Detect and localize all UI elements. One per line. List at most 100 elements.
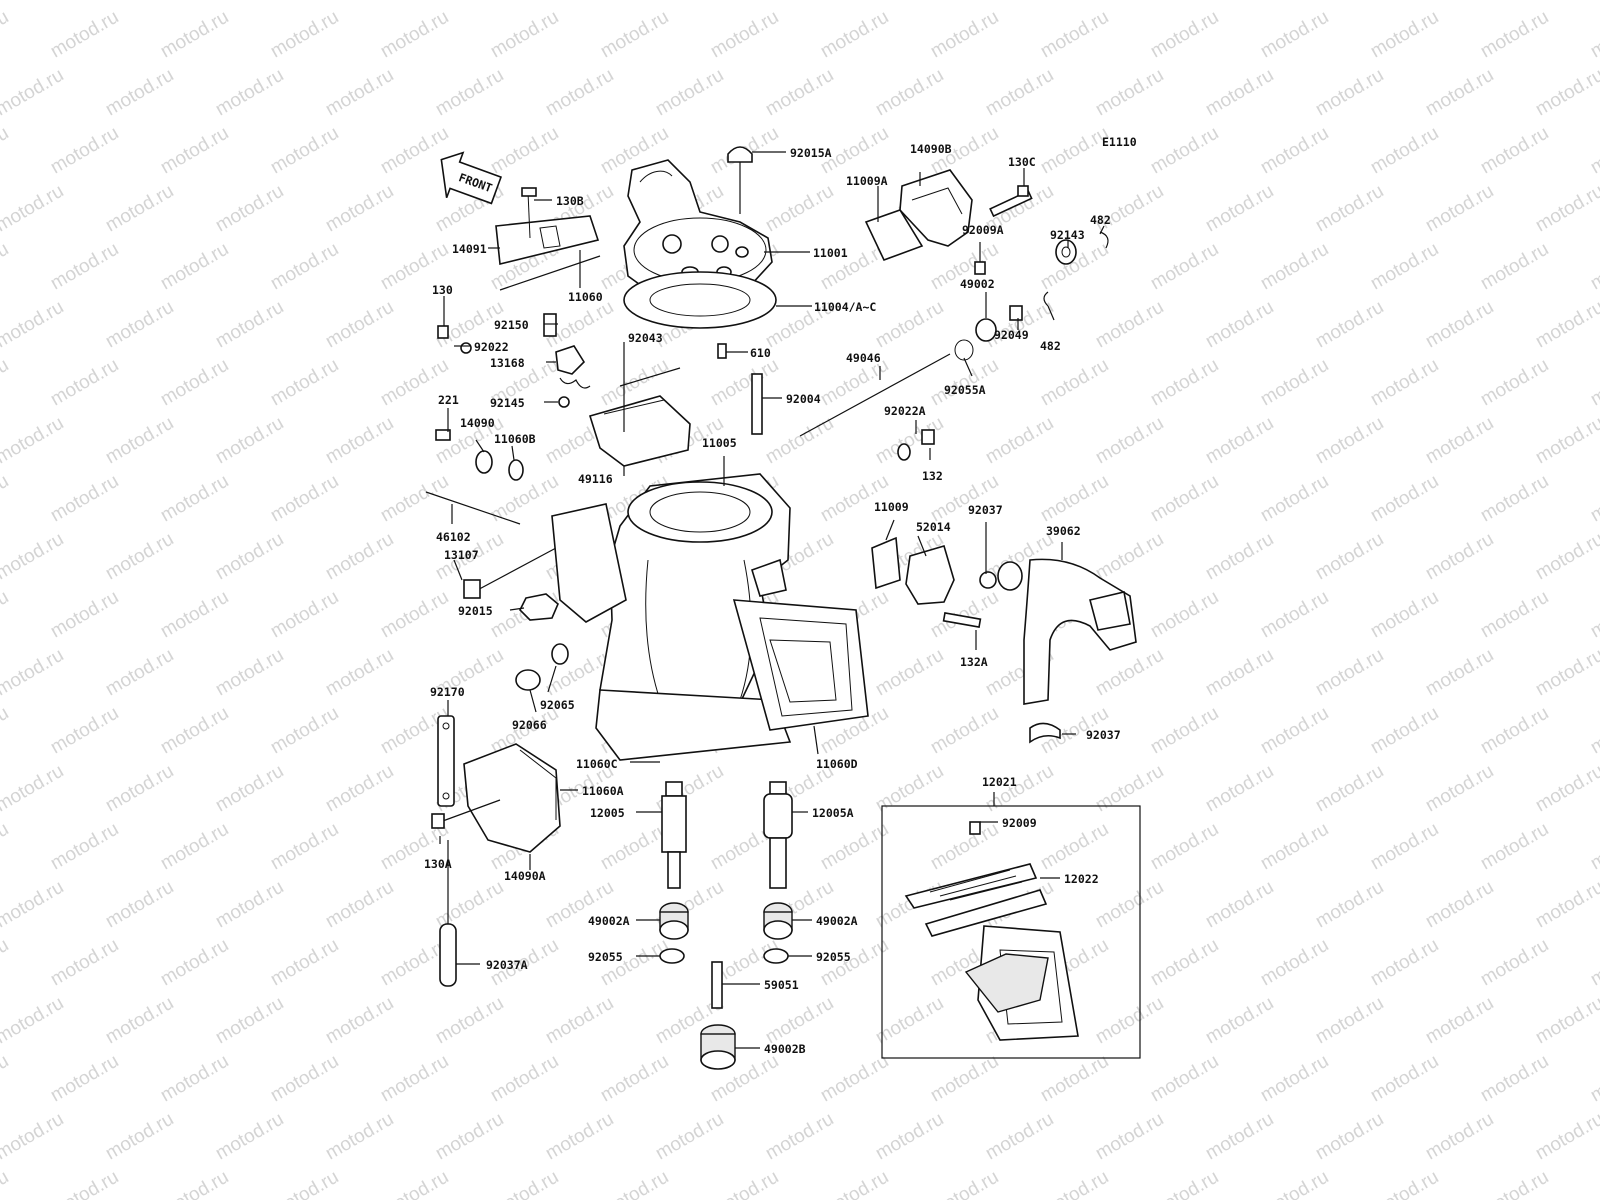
- part-label[interactable]: 92066: [512, 718, 547, 732]
- part-label[interactable]: 49002: [960, 277, 995, 291]
- part-label[interactable]: 49116: [578, 472, 613, 486]
- watermark-text: motod.ru: [1367, 935, 1442, 991]
- part-label[interactable]: 92145: [490, 396, 525, 410]
- part-label[interactable]: 482: [1090, 213, 1111, 227]
- part-label[interactable]: 11060: [568, 290, 603, 304]
- part-label[interactable]: 610: [750, 346, 771, 360]
- part-label[interactable]: 11001: [813, 246, 848, 260]
- part-label[interactable]: 130: [432, 283, 453, 297]
- part-label[interactable]: 221: [438, 393, 459, 407]
- part-label[interactable]: 92037: [1086, 728, 1121, 742]
- watermark-text: motod.ru: [47, 123, 122, 179]
- watermark-text: motod.ru: [1202, 413, 1277, 469]
- watermark-text: motod.ru: [322, 529, 397, 585]
- part-label[interactable]: 130A: [424, 857, 452, 871]
- part-label[interactable]: 11060D: [816, 757, 858, 771]
- watermark-text: motod.ru: [212, 297, 287, 353]
- part-label[interactable]: 92009A: [962, 223, 1004, 237]
- part-label[interactable]: 12005: [590, 806, 625, 820]
- watermark-text: motod.ru: [157, 935, 232, 991]
- watermark-text: motod.ru: [872, 1109, 947, 1165]
- part-label[interactable]: 11005: [702, 436, 737, 450]
- part-label[interactable]: 12021: [982, 775, 1017, 789]
- watermark-text: motod.ru: [542, 65, 617, 121]
- part-label[interactable]: 49002A: [816, 914, 858, 928]
- part-label[interactable]: 92004: [786, 392, 821, 406]
- part-label[interactable]: 14091: [452, 242, 487, 256]
- part-label[interactable]: 130B: [556, 194, 584, 208]
- part-label[interactable]: 12022: [1064, 872, 1099, 886]
- watermark-text: motod.ru: [432, 993, 507, 1049]
- watermark-text: motod.ru: [1532, 0, 1600, 4]
- watermark-text: motod.ru: [1587, 123, 1600, 179]
- watermark-text: motod.ru: [1477, 935, 1552, 991]
- part-label[interactable]: 14090: [460, 416, 495, 430]
- part-label[interactable]: 14090B: [910, 142, 952, 156]
- watermark-text: motod.ru: [1312, 529, 1387, 585]
- part-label[interactable]: 14090A: [504, 869, 546, 883]
- watermark-text: motod.ru: [267, 471, 342, 527]
- part-label[interactable]: 46102: [436, 530, 471, 544]
- watermark-text: motod.ru: [0, 993, 67, 1049]
- part-label[interactable]: 132A: [960, 655, 988, 669]
- watermark-text: motod.ru: [1422, 645, 1497, 701]
- part-label[interactable]: 92037: [968, 503, 1003, 517]
- watermark-text: motod.ru: [1037, 819, 1112, 875]
- part-label[interactable]: 92065: [540, 698, 575, 712]
- watermark-text: motod.ru: [102, 877, 177, 933]
- part-label[interactable]: 482: [1040, 339, 1061, 353]
- part-label[interactable]: 11004/A~C: [814, 300, 876, 314]
- part-label[interactable]: 49002B: [764, 1042, 806, 1056]
- part-label[interactable]: 52014: [916, 520, 951, 534]
- watermark-text: motod.ru: [707, 1167, 782, 1200]
- part-label[interactable]: 13107: [444, 548, 479, 562]
- part-label[interactable]: 92022A: [884, 404, 926, 418]
- part-label[interactable]: 11060A: [582, 784, 624, 798]
- part-label[interactable]: 92043: [628, 331, 663, 345]
- part-label[interactable]: 130C: [1008, 155, 1036, 169]
- watermark-text: motod.ru: [322, 993, 397, 1049]
- part-label[interactable]: 49046: [846, 351, 881, 365]
- watermark-text: motod.ru: [102, 181, 177, 237]
- watermark-text: motod.ru: [1257, 703, 1332, 759]
- part-label[interactable]: 92015: [458, 604, 493, 618]
- part-label[interactable]: 92170: [430, 685, 465, 699]
- part-label[interactable]: 12005A: [812, 806, 854, 820]
- part-label[interactable]: 92022: [474, 340, 509, 354]
- part-label[interactable]: 11009A: [846, 174, 888, 188]
- part-label[interactable]: 11060B: [494, 432, 536, 446]
- actuator-parts-drawing: [425, 313, 591, 691]
- watermark-text: motod.ru: [707, 7, 782, 63]
- watermark-text: motod.ru: [47, 703, 122, 759]
- part-label[interactable]: 92055A: [944, 383, 986, 397]
- part-label[interactable]: 92015A: [790, 146, 832, 160]
- part-label[interactable]: 39062: [1046, 524, 1081, 538]
- watermark-text: motod.ru: [1092, 993, 1167, 1049]
- part-label[interactable]: 132: [922, 469, 943, 483]
- part-label[interactable]: 92055: [816, 950, 851, 964]
- part-label[interactable]: 92037A: [486, 958, 528, 972]
- part-label[interactable]: 11060C: [576, 757, 618, 771]
- watermark-text: motod.ru: [1257, 1167, 1332, 1200]
- part-label[interactable]: 92055: [588, 950, 623, 964]
- watermark-text: motod.ru: [267, 1051, 342, 1107]
- watermark-text: motod.ru: [212, 877, 287, 933]
- watermark-text: motod.ru: [1257, 239, 1332, 295]
- part-label[interactable]: 92143: [1050, 228, 1085, 242]
- watermark-text: motod.ru: [1477, 1167, 1552, 1200]
- watermark-text: motod.ru: [982, 65, 1057, 121]
- part-label[interactable]: 13168: [490, 356, 525, 370]
- part-label[interactable]: 92009: [1002, 816, 1037, 830]
- part-label[interactable]: 92049: [994, 328, 1029, 342]
- part-label[interactable]: 11009: [874, 500, 909, 514]
- part-label[interactable]: 59051: [764, 978, 799, 992]
- part-label[interactable]: 49002A: [588, 914, 630, 928]
- watermark-text: motod.ru: [1367, 587, 1442, 643]
- part-label[interactable]: 92150: [494, 318, 529, 332]
- watermark-text: motod.ru: [1367, 123, 1442, 179]
- watermark-text: motod.ru: [872, 297, 947, 353]
- watermark-text: motod.ru: [872, 0, 947, 4]
- watermark-text: motod.ru: [1257, 7, 1332, 63]
- watermark-text: motod.ru: [487, 1167, 562, 1200]
